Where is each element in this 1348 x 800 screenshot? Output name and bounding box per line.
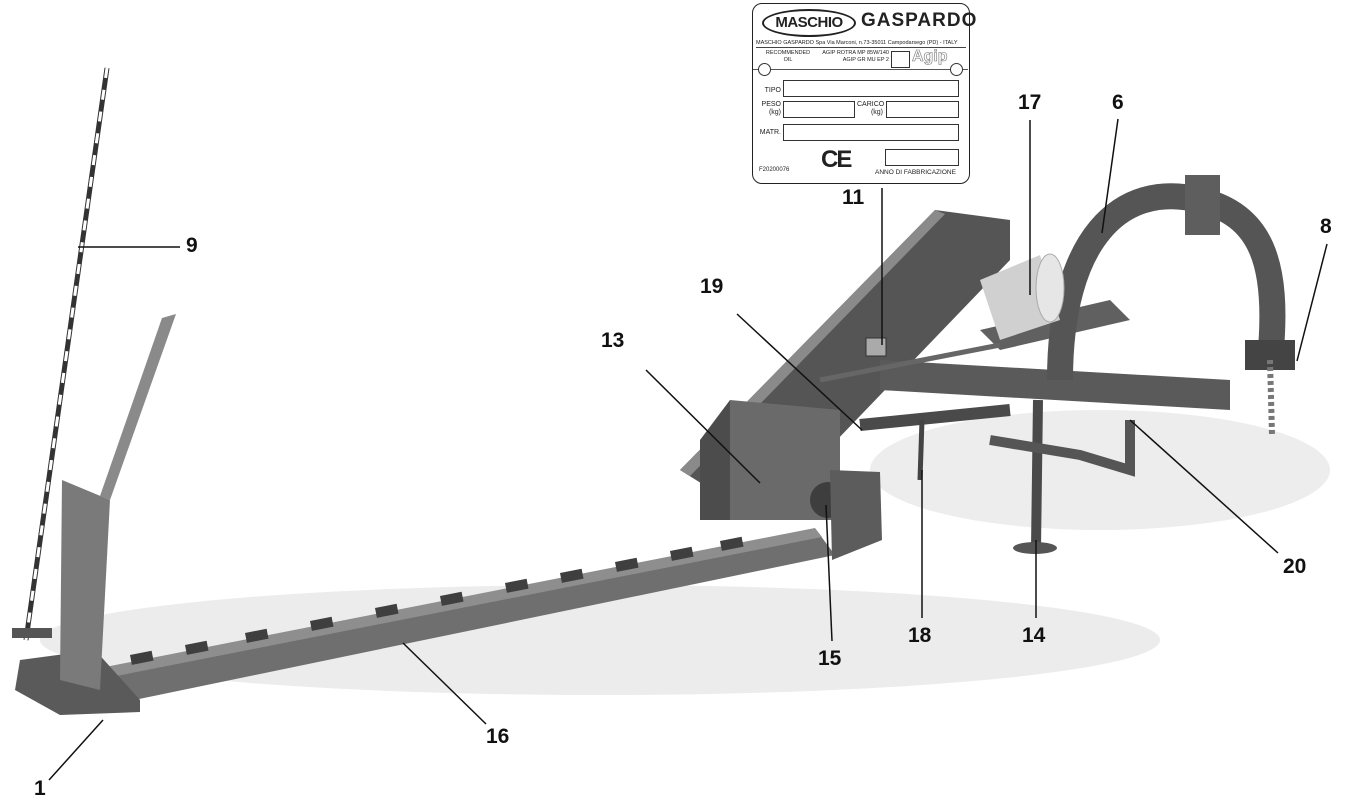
recommended-oil-label: RECOMMENDED OIL [765,50,811,63]
leader-1 [48,719,104,781]
brand-logo-left: MASCHIO [762,9,856,37]
callout-19: 19 [700,275,724,298]
stand-foot [1013,542,1057,554]
inner-shoe [830,470,882,560]
leader-20 [1129,419,1279,554]
leader-16 [402,642,487,725]
callout-18: 18 [908,624,932,647]
adjust-screw [917,419,925,481]
ce-mark: CE [821,146,852,173]
hitch-pin [1245,340,1295,370]
label-tipo: TIPO [764,87,781,94]
callout-13: 13 [601,329,625,352]
leader-13 [645,369,761,484]
callout-17: 17 [1018,91,1042,114]
nameplate: MASCHIO GASPARDO MASCHIO GASPARDO Spa Vi… [752,3,976,184]
oil-checkbox [891,51,910,68]
oil-brand-logo: Agip [912,48,948,66]
marker-pole-stripes [24,67,109,641]
field-tipo [783,80,959,97]
spring [12,628,52,638]
plate-code: F20200076 [759,167,790,173]
parking-stand [1031,399,1043,549]
cutter-bar-top [90,528,822,680]
frame-beam [880,360,1230,410]
oil-line-1: AGIP ROTRA MP 85W/140 [822,50,889,56]
mount-hole-left [758,63,771,76]
manufacturer-address: MASCHIO GASPARDO Spa Via Marconi, n.73-3… [756,40,966,48]
label-carico: CARICO (kg) [857,101,885,116]
callout-15: 15 [818,647,842,670]
ground-shadow-2 [870,410,1330,530]
gearbox-side [700,400,730,520]
callout-14: 14 [1022,624,1046,647]
label-matr: MATR. [759,129,781,136]
oil-line-2: AGIP GR MU EP 2 [842,57,889,63]
callout-16: 16 [486,725,510,748]
chain [1267,359,1275,436]
field-carico [886,101,959,118]
ground-shadow [40,585,1160,695]
spring-link [819,342,1001,383]
leader-lines [48,118,1328,781]
hitch-arch [1047,183,1286,381]
brand-logo-right: GASPARDO [861,10,978,31]
callout-20: 20 [1283,555,1307,578]
swath-rod [100,314,176,500]
gearbox-housing [730,400,840,520]
label-peso: PESO (kg) [761,101,781,116]
field-anno [885,149,959,166]
hitch-post [1185,175,1220,235]
leader-19 [736,313,863,431]
leader-15 [825,504,833,642]
field-peso [783,101,855,118]
field-matr [783,124,959,141]
callout-1: 1 [34,777,46,800]
leader-6 [1101,118,1119,234]
callout-8: 8 [1320,215,1332,238]
lift-rod [859,404,1011,431]
oil-types: AGIP ROTRA MP 85W/140 AGIP GR MU EP 2 [817,50,889,64]
callout-6: 6 [1112,91,1124,114]
cutter-teeth [130,536,744,665]
mount-hole-right [950,63,963,76]
label-anno: ANNO DI FABBRICAZIONE [875,169,956,176]
divider [753,69,968,70]
swath-board [60,480,110,690]
callout-9: 9 [186,234,198,257]
plate-mount [865,337,887,357]
stand-bracket [989,420,1135,477]
pto-guard-rim [1035,253,1065,323]
cutter-bar [95,535,835,705]
leader-8 [1296,243,1328,362]
callout-11: 11 [842,186,865,209]
